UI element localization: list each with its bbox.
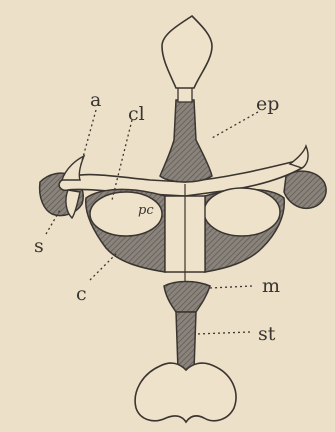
label-cl: cl (128, 103, 145, 125)
label-ep: ep (256, 93, 279, 115)
label-a: a (90, 89, 101, 111)
label-c: c (76, 283, 87, 305)
leader-c (90, 252, 118, 280)
right-clavicle-tip (290, 146, 308, 168)
mesosternum (164, 282, 210, 313)
sternal-stem (176, 312, 196, 370)
label-s: s (34, 235, 44, 257)
label-st: st (258, 323, 276, 345)
leader-a (80, 110, 96, 168)
leader-m (210, 286, 252, 288)
label-pc: pc (138, 203, 154, 218)
right-fenestra (204, 188, 280, 236)
omosternum-tip (162, 16, 212, 88)
xiphisternum (135, 363, 236, 422)
leader-ep (212, 112, 258, 138)
right-scapula-shape (284, 171, 326, 208)
label-m: m (262, 275, 280, 297)
episternum-stem (160, 100, 212, 182)
leader-st (196, 332, 250, 334)
